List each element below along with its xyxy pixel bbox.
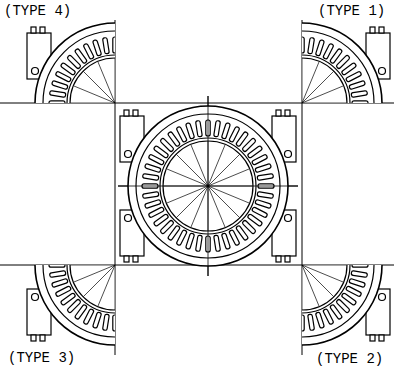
view-label: (TYPE 1) [318,3,385,20]
view-label: (TYPE 4) [4,3,71,20]
view-label: (TYPE 2) [316,351,383,368]
view-label: (TYPE 3) [8,350,75,367]
